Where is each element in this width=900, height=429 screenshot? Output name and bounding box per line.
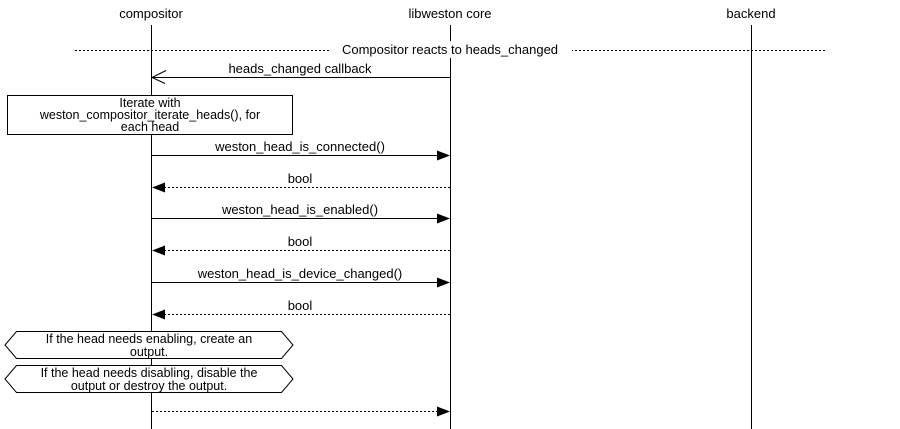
note-iterate-heads-line1: Iterate with: [119, 96, 180, 110]
return-label-device-changed-bool: bool: [288, 298, 313, 313]
divider-label-background: [329, 41, 572, 58]
condition-enabling-line1: If the head needs enabling, create an: [46, 332, 252, 346]
return-label-connected-bool: bool: [288, 171, 313, 186]
condition-enabling-line2: output.: [130, 345, 168, 359]
condition-disabling-box: [4, 365, 294, 393]
filled-arrowhead-left-icon: [152, 309, 165, 320]
note-iterate-heads-box: [7, 95, 293, 135]
divider-label: Compositor reacts to heads_changed: [342, 42, 558, 57]
return-label-enabled-bool: bool: [288, 234, 313, 249]
actor-label-compositor: compositor: [119, 6, 183, 21]
note-iterate-heads-line3: each head: [121, 120, 179, 134]
filled-arrowhead-left-icon: [152, 182, 165, 193]
condition-enabling-box: [4, 331, 294, 359]
condition-disabling-line1: If the head needs disabling, disable the: [41, 366, 258, 380]
condition-disabling-line2: output or destroy the output.: [71, 379, 227, 393]
filled-arrowhead-right-icon: [437, 150, 450, 161]
actor-label-libweston-core: libweston core: [408, 6, 491, 21]
filled-arrowhead-left-icon: [152, 245, 165, 256]
filled-arrowhead-right-icon: [437, 213, 450, 224]
message-label-heads-changed-callback: heads_changed callback: [228, 61, 372, 76]
note-iterate-heads-line2: weston_compositor_iterate_heads(), for: [39, 108, 260, 122]
filled-arrowhead-right-icon: [437, 277, 450, 288]
open-arrowhead-left-icon: [150, 70, 167, 84]
message-label-head-is-connected: weston_head_is_connected(): [214, 139, 385, 154]
message-label-head-is-enabled: weston_head_is_enabled(): [221, 202, 378, 217]
message-label-head-is-device-changed: weston_head_is_device_changed(): [197, 266, 403, 281]
filled-arrowhead-right-icon: [437, 406, 450, 417]
actor-label-backend: backend: [726, 6, 775, 21]
